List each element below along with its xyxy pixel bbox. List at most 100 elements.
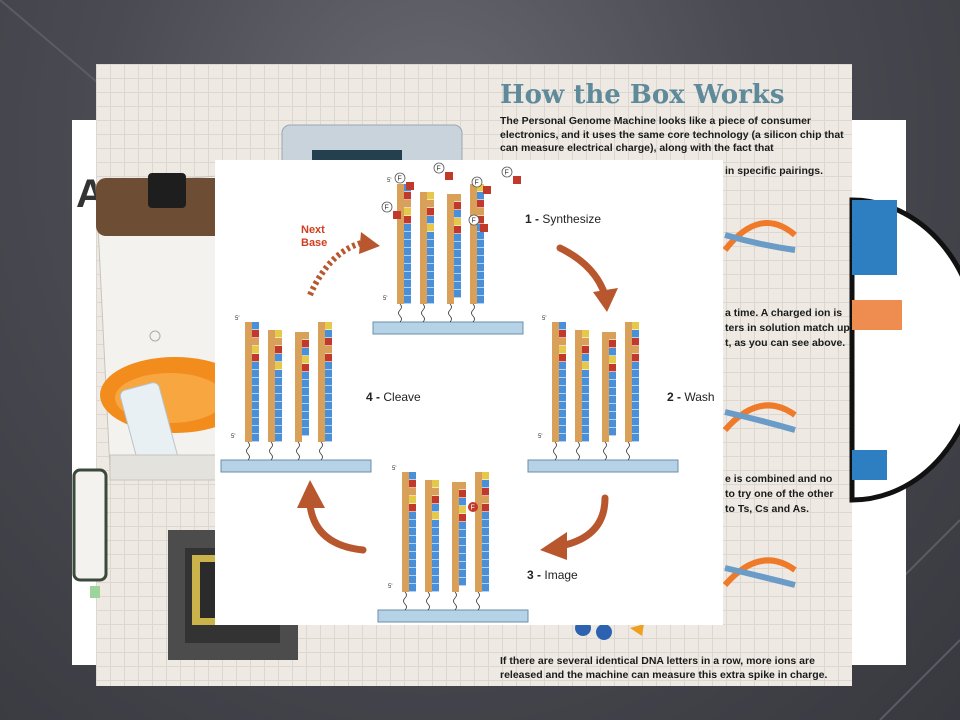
cluster-right-strand-base (609, 412, 616, 420)
cluster-right-strand-base (609, 372, 616, 380)
cluster-right-strand-base (559, 426, 566, 434)
cluster-top-strand-base (454, 194, 461, 202)
cluster-bottom-strand-backbone (425, 480, 432, 592)
nucleotide-marker (480, 224, 488, 232)
cluster-bottom-strand-base (459, 538, 466, 546)
cluster-right-strand-base (559, 338, 566, 346)
cluster-right-prime-label: 5' (542, 316, 546, 322)
cluster-top-strand-linker (398, 303, 402, 323)
cluster-top-strand-base (477, 272, 484, 280)
cluster-bottom-strand-base (409, 560, 416, 568)
fluorophore-marker (471, 176, 483, 188)
cluster-right-prime-label: 5' (538, 434, 542, 440)
cluster-right-strand-base (582, 330, 589, 338)
arrow-image-to-cleave (306, 501, 367, 554)
cluster-right-strand-base (609, 364, 616, 372)
nucleotide-marker (513, 176, 521, 184)
cluster-top-strand-base (454, 202, 461, 210)
poster-text-1-line-1: a time. A charged ion is (725, 307, 843, 319)
cluster-left-strand-base (275, 346, 282, 354)
cluster-left-strand-base (275, 362, 282, 370)
dna-helix-graphic-2 (722, 402, 797, 433)
cluster-top-strand-base (454, 226, 461, 234)
cluster-top-strand-base (404, 208, 411, 216)
cluster-right-surface (527, 459, 679, 473)
cluster-bottom-strand-base (432, 480, 439, 488)
cluster-top-strand-base (427, 216, 434, 224)
cluster-top-strand-backbone (470, 184, 477, 304)
cluster-left-strand-base (302, 372, 309, 380)
cluster-right-strand-base (559, 434, 566, 442)
step-2-label: 2 - Wash (667, 390, 715, 404)
nucleotide-marker (406, 182, 414, 190)
dna-helix-graphic-3 (722, 557, 797, 588)
cluster-top-strand-base (477, 288, 484, 296)
cluster-right-strand-base (582, 394, 589, 402)
cluster-right-strand-base (559, 346, 566, 354)
cluster-top-strand-base (404, 248, 411, 256)
arrow-synthesize-to-wash-head (593, 288, 618, 312)
cluster-bottom-strand-base (432, 520, 439, 528)
arrow-next-base-head (359, 232, 380, 254)
cluster-bottom-strand-base (409, 568, 416, 576)
cluster-bottom-strand-base (459, 490, 466, 498)
fluorophore-label: F (505, 170, 509, 177)
cluster-left-strand-base (325, 402, 332, 410)
cluster-bottom-strand-base (482, 512, 489, 520)
cluster-bottom-strand-linker (476, 591, 480, 611)
cluster-top-strand-base (404, 264, 411, 272)
cluster-top-strand-linker (471, 303, 475, 323)
cluster-top-strand-base (477, 184, 484, 192)
cluster-right-strand-base (559, 354, 566, 362)
cluster-left-strand-base (252, 418, 259, 426)
cluster-top-strand-base (454, 290, 461, 298)
dna-helix-graphic-1 (722, 220, 797, 253)
cluster-left-strand-backbone (295, 332, 302, 442)
cluster-right-strand-linker (553, 441, 557, 461)
cluster-left-strand-linker (319, 441, 323, 461)
cluster-left-strand-base (275, 378, 282, 386)
poster-intro-tail: in specific pairings. (725, 165, 824, 177)
cluster-left-strand-base (275, 370, 282, 378)
cluster-right-strand-base (582, 370, 589, 378)
cluster-bottom-strand-base (459, 562, 466, 570)
cluster-bottom-strand-base (482, 496, 489, 504)
cluster-top-strand-base (454, 250, 461, 258)
fluorophore-label: F (437, 166, 441, 173)
cluster-bottom-strand-base (409, 512, 416, 520)
cluster-bottom-strand-base (459, 506, 466, 514)
cluster-bottom-strand-base (459, 482, 466, 490)
cluster-right-strand-base (559, 386, 566, 394)
step-2-text: Wash (684, 390, 715, 404)
poster-title: How the Box Works (500, 80, 785, 110)
step-3-text: Image (544, 568, 578, 582)
cluster-right-strand-base (559, 378, 566, 386)
cluster-right-strand-base (559, 370, 566, 378)
cluster-right-strand-base (632, 394, 639, 402)
fluorophore-label: F (471, 505, 475, 512)
oscilloscope-image (72, 468, 108, 598)
cluster-left-strand-linker (269, 441, 273, 461)
cluster-left-strand-base (252, 394, 259, 402)
cluster-bottom-strand-backbone (475, 472, 482, 592)
cluster-top-strand-base (427, 232, 434, 240)
cluster-bottom-strand-base (482, 560, 489, 568)
cluster-left-strand-base (302, 396, 309, 404)
cluster-bottom-strand-base (432, 488, 439, 496)
cluster-right-strand-linker (626, 441, 630, 461)
cluster-top-strand-backbone (397, 184, 404, 304)
cluster-top-strand-base (404, 232, 411, 240)
cluster-bottom-surface (377, 609, 529, 623)
cluster-bottom-strand-base (482, 536, 489, 544)
cluster-left-strand-base (325, 418, 332, 426)
cluster-top-strand-base (427, 192, 434, 200)
cluster-top-strand-base (477, 232, 484, 240)
cluster-bottom-prime-label: 5' (392, 466, 396, 472)
cluster-top-strand-base (427, 272, 434, 280)
cluster-left-strand-base (275, 330, 282, 338)
cluster-top-strand-base (477, 200, 484, 208)
cluster-left-strand-base (325, 330, 332, 338)
cluster-right-strand-base (632, 338, 639, 346)
cluster-right-strand-base (632, 370, 639, 378)
cluster-left-strand-base (302, 380, 309, 388)
